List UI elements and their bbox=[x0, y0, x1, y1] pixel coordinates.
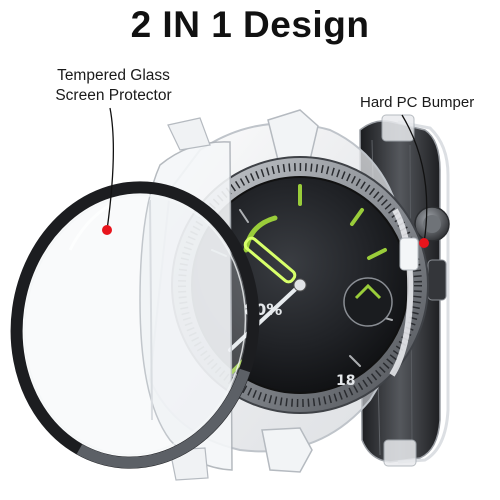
callout-dot-bumper bbox=[419, 238, 429, 248]
tempered-glass-ring bbox=[10, 181, 260, 469]
hour-marker-readout: 18 bbox=[336, 373, 355, 389]
callout-glass bbox=[102, 107, 115, 235]
callout-bumper bbox=[401, 114, 429, 248]
headline: 2 IN 1 Design bbox=[130, 4, 370, 45]
callout-dot-glass bbox=[102, 225, 112, 235]
tempered-glass-label: Tempered Glass Screen Protector bbox=[46, 66, 181, 106]
tempered-glass-label-line2: Screen Protector bbox=[55, 87, 172, 104]
tempered-glass-label-line1: Tempered Glass bbox=[57, 67, 170, 84]
hard-pc-bumper-label: Hard PC Bumper bbox=[360, 94, 475, 111]
